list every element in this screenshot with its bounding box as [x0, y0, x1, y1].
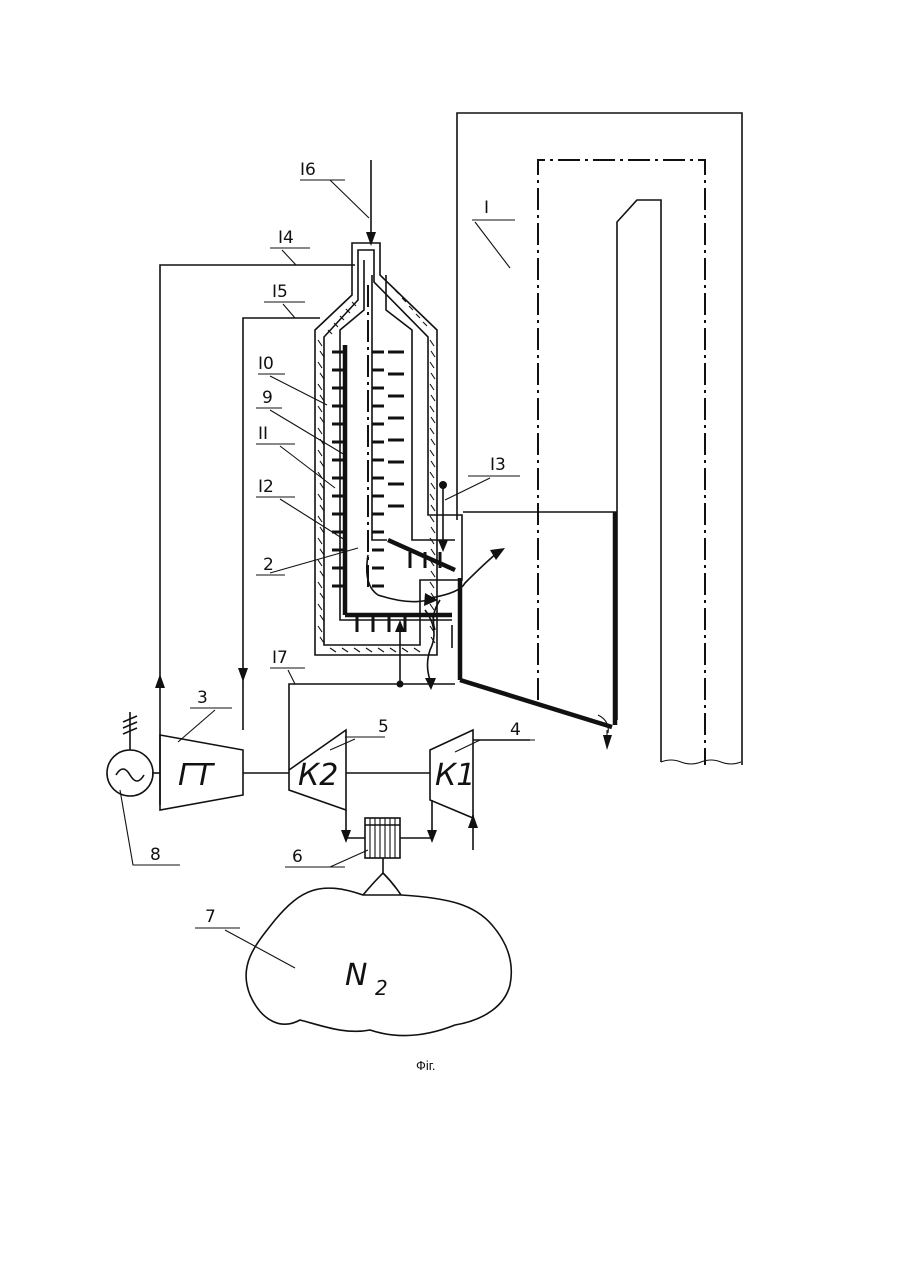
label-7: 7: [205, 907, 216, 927]
label-15: I5: [272, 282, 288, 302]
label-12: I2: [258, 477, 274, 497]
hatch-mark-left: [318, 582, 322, 588]
label-1: I: [484, 198, 489, 218]
label-4: 4: [510, 720, 521, 740]
label-10: I0: [258, 354, 274, 374]
hatch-mark-right: [430, 538, 434, 544]
hatch-mark-bottom: [366, 648, 372, 652]
hatch-mark-right: [430, 406, 434, 412]
hatch-mark-left: [318, 450, 322, 456]
hatch-mark-right: [431, 549, 435, 555]
hatch-mark-right: [431, 527, 435, 533]
label-14: I4: [278, 228, 294, 248]
hatch-mark-bottom: [402, 648, 408, 652]
hatch-mark-right: [430, 472, 434, 478]
insulation-hatching: [318, 290, 435, 652]
hatch-mark-left: [318, 362, 322, 368]
hatch-mark-right: [431, 505, 435, 511]
label-5: 5: [378, 717, 389, 737]
hatch-mark-right: [430, 450, 434, 456]
hatch-mark-right: [431, 395, 435, 401]
hatch-mark-left: [318, 538, 322, 544]
hatch-mark-cone-right: [416, 314, 420, 318]
hatch-mark-left: [318, 340, 322, 346]
hatch-mark-left: [318, 428, 322, 434]
label-16: I6: [300, 160, 316, 180]
hatch-mark-cone-right: [423, 322, 427, 326]
label-6: 6: [292, 847, 303, 867]
hatch-mark-right: [430, 516, 434, 522]
inner-shell: [615, 200, 741, 764]
hatch-mark-left: [318, 626, 322, 632]
reservoir-subscript: 2: [375, 976, 388, 1000]
hatch-mark-right: [430, 494, 434, 500]
hatch-mark-right: [430, 362, 434, 368]
generator: [107, 712, 153, 796]
callout-labels: I I6 I4 I5 I0 9 II I2 2 I3 I7 3 5 4 8 6 …: [150, 160, 521, 1073]
label-17: I7: [272, 648, 288, 668]
nitrogen-reservoir: [246, 888, 511, 1035]
compressor-2-label: К2: [298, 758, 338, 793]
gas-turbine-label: ГТ: [178, 758, 216, 793]
label-2: 2: [263, 555, 274, 575]
hatch-mark-bottom: [354, 648, 360, 652]
reservoir-label: N: [345, 958, 367, 993]
label-8: 8: [150, 845, 161, 865]
label-11: II: [258, 424, 268, 444]
hatch-mark-bottom: [330, 648, 336, 652]
hatch-mark-left: [318, 494, 322, 500]
hatch-mark-left: [318, 560, 322, 566]
hatch-mark-right: [430, 384, 434, 390]
hatch-mark-bottom: [390, 648, 396, 652]
hatch-mark-right: [431, 483, 435, 489]
label-13: I3: [490, 455, 506, 475]
hatch-mark-right: [430, 428, 434, 434]
hatch-mark-left: [318, 516, 322, 522]
middle-shell-dashdot: [538, 160, 705, 765]
hatch-mark-bottom: [378, 648, 384, 652]
hatch-mark-left: [318, 384, 322, 390]
hatch-mark-bottom: [414, 648, 420, 652]
hatch-mark-left: [318, 604, 322, 610]
hatch-mark-right: [431, 417, 435, 423]
outer-shell: [457, 113, 742, 765]
hatch-mark-right: [431, 373, 435, 379]
cooling-fins: [332, 352, 440, 632]
hatch-mark-right: [431, 461, 435, 467]
label-9: 9: [262, 388, 273, 408]
label-3: 3: [197, 688, 208, 708]
compressor-1-label: К1: [435, 758, 475, 793]
hatch-mark-bottom: [342, 648, 348, 652]
hatch-mark-right: [430, 604, 434, 610]
hatch-mark-right: [430, 582, 434, 588]
drain-arrow-icon: [603, 735, 612, 750]
hatch-mark-right: [431, 571, 435, 577]
inlet-arrow-icon: [366, 232, 376, 246]
reactor-insulation: [315, 243, 462, 655]
hatch-mark-right: [431, 351, 435, 357]
hatch-mark-right: [430, 340, 434, 346]
pipe-14: [155, 265, 355, 805]
hatch-mark-left: [318, 406, 322, 412]
hatch-mark-right: [431, 439, 435, 445]
figure-caption: Фіг.: [416, 1058, 436, 1073]
